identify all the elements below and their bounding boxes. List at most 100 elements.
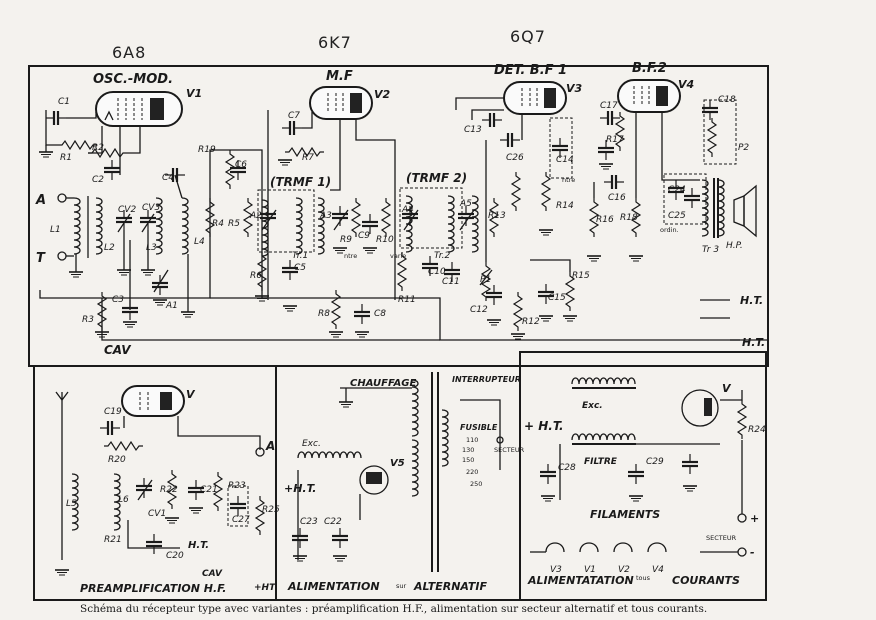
tube-title-6a8: 6A8 xyxy=(112,43,146,62)
label-c29: C29 xyxy=(646,457,664,467)
tube-v4 xyxy=(617,79,681,113)
v2-label: V2 xyxy=(374,88,391,101)
label-c23: C23 xyxy=(300,517,318,527)
label-r19: R19 xyxy=(198,145,216,155)
tap-150: 150 xyxy=(462,456,474,464)
label-a3: A3 xyxy=(319,211,332,221)
preamp-ht: H.T. xyxy=(188,540,209,551)
label-r8: R8 xyxy=(318,309,330,319)
label-cv3: CV3 xyxy=(142,203,160,213)
label-r2: R2 xyxy=(92,143,104,153)
label-c4: C4 xyxy=(162,173,174,183)
v5-label: V5 xyxy=(390,458,405,469)
tube-v1 xyxy=(95,91,183,127)
label-c22: C22 xyxy=(324,517,342,527)
universal-supply-frame xyxy=(519,351,767,601)
label-r24: R24 xyxy=(748,425,766,435)
label-c6: C6 xyxy=(235,160,247,170)
label-c18: C18 xyxy=(718,95,736,105)
label-r18: R18 xyxy=(620,213,638,223)
ac-ht-plus: +H.T. xyxy=(284,482,316,495)
filaments-label: FILAMENTS xyxy=(590,508,660,521)
label-r23: R23 xyxy=(228,481,246,491)
preamp-title: PREAMPLIFICATION H.F. xyxy=(80,582,226,595)
label-cv2: CV2 xyxy=(118,205,136,215)
alim-tc-tous: tous xyxy=(636,574,651,582)
label-c16: C16 xyxy=(608,193,626,203)
tube-v3 xyxy=(503,81,567,115)
stage-mf: M.F xyxy=(326,69,353,84)
label-r1: R1 xyxy=(60,153,72,163)
preamp-wiring xyxy=(54,385,265,576)
alim-tc-title-b: COURANTS xyxy=(672,574,740,587)
label-a5: A5 xyxy=(459,199,472,209)
label-l5: L5 xyxy=(66,499,77,509)
label-c25: C25 xyxy=(668,211,686,221)
label-r20: R20 xyxy=(108,455,126,465)
label-a2: A2 xyxy=(249,211,262,221)
univ-tube-label: V xyxy=(722,382,732,395)
fil-v2: V2 xyxy=(618,565,630,575)
note-2: ntre xyxy=(562,176,575,184)
chauffage-label: CHAUFFAGE xyxy=(350,378,416,389)
tube-title-6q7: 6Q7 xyxy=(510,27,546,46)
stage-bf2: B.F.2 xyxy=(632,61,667,76)
v4-label: V4 xyxy=(678,78,694,91)
fil-v3: V3 xyxy=(550,565,562,575)
label-r25: R25 xyxy=(262,505,280,515)
label-c8: C8 xyxy=(374,309,386,319)
label-l3: L3 xyxy=(146,243,157,253)
label-r22: R22 xyxy=(160,485,178,495)
stage-osc-mod: OSC.-MOD. xyxy=(93,72,173,87)
figure-caption: Schéma du récepteur type avec variantes … xyxy=(80,603,707,615)
label-l1: L1 xyxy=(50,225,61,235)
label-r16: R16 xyxy=(596,215,614,225)
label-c5: C5 xyxy=(294,263,306,273)
label-r6: R6 xyxy=(250,271,262,281)
label-c12: C12 xyxy=(470,305,488,315)
ht-plus-label: H.T. xyxy=(742,336,765,349)
cav-label: CAV xyxy=(104,343,132,357)
tap-110: 110 xyxy=(466,436,478,444)
label-c15: C15 xyxy=(548,293,566,303)
label-c10: C10 xyxy=(428,267,446,277)
main-wiring xyxy=(38,97,768,341)
preamp-cav: CAV xyxy=(202,569,223,579)
ht-minus-label: H.T. xyxy=(740,294,763,307)
univ-exc: Exc. xyxy=(582,401,603,411)
label-p1: P1 xyxy=(480,275,491,285)
fil-v4: V4 xyxy=(652,565,664,575)
label-c9: C9 xyxy=(358,231,370,241)
preamp-ht-plus: +HT xyxy=(254,583,276,593)
label-r17: R17 xyxy=(606,135,624,145)
tube-title-6k7: 6K7 xyxy=(318,33,352,52)
preamp-tube-label: V xyxy=(186,388,196,401)
univ-ht-plus: + H.T. xyxy=(524,419,564,433)
note-4: ordin. xyxy=(660,226,679,234)
label-exc1: Exc. xyxy=(302,439,321,449)
label-c19: C19 xyxy=(104,407,122,417)
label-r9: R9 xyxy=(340,235,352,245)
label-r12: R12 xyxy=(522,317,540,327)
label-r7: R7 xyxy=(302,153,314,163)
tube-v2 xyxy=(309,86,373,120)
alim-alt-sur: sur xyxy=(396,582,407,590)
stage-det-bf1: DET. B.F 1 xyxy=(494,63,567,78)
label-c3: C3 xyxy=(112,295,124,305)
label-c20: C20 xyxy=(166,551,184,561)
trmf2-note: (TRMF 2) xyxy=(406,171,467,185)
label-tr1: Tr.1 xyxy=(292,251,308,261)
alim-alt-title-a: ALIMENTATION xyxy=(287,580,380,593)
preamp-a-terminal: A xyxy=(265,439,275,453)
label-cv1: CV1 xyxy=(148,509,166,519)
hp-label: H.P. xyxy=(726,241,743,251)
label-c11: C11 xyxy=(442,277,460,287)
tap-250: 250 xyxy=(470,480,482,488)
plus-label: + xyxy=(750,512,759,525)
alim-alt-title-b: ALTERNATIF xyxy=(413,580,487,593)
tr3-label: Tr 3 xyxy=(702,245,719,255)
terminal-a: A xyxy=(35,193,46,208)
label-r4: R4 xyxy=(212,219,224,229)
label-c21: C21 xyxy=(200,485,218,495)
